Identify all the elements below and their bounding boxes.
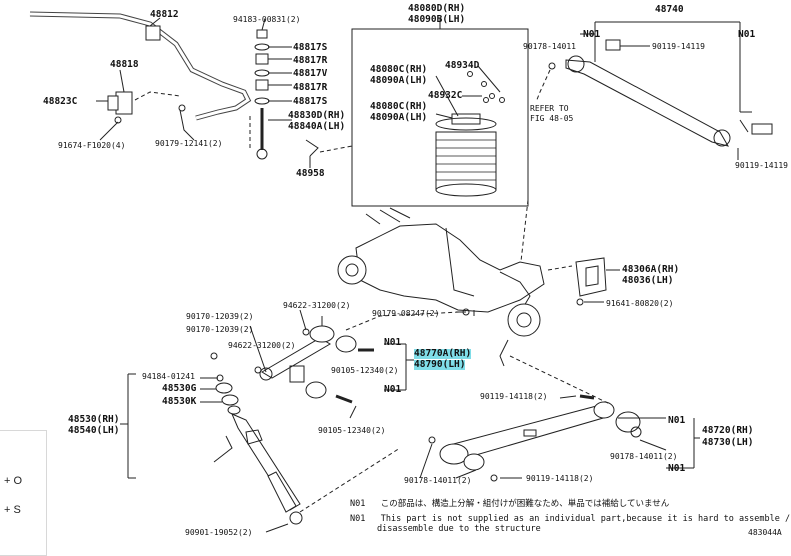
part-label[interactable]: 90105-12340(2) [331, 366, 399, 375]
part-label[interactable]: 94184-01241 [142, 372, 195, 381]
part-label[interactable]: 90179-08247(2) [372, 309, 440, 318]
part-label[interactable]: 48530(RH) [68, 414, 120, 425]
shock-absorber [120, 373, 303, 525]
note-en-cont: disassemble due to the structure [377, 524, 541, 534]
part-label[interactable]: 90178-14011 [523, 42, 576, 51]
part-label[interactable]: 94183-00831(2) [233, 15, 301, 24]
bump-stop-bracket [575, 257, 607, 297]
part-label[interactable]: 48080C(RH) [370, 64, 428, 75]
part-label[interactable]: 90119-14119 [652, 42, 705, 51]
note-en: N01 This part is not supplied as an indi… [350, 514, 790, 525]
note-mark: N01 [668, 463, 686, 474]
part-label[interactable]: 48958 [296, 168, 325, 179]
hub-flange [507, 303, 541, 337]
part-label[interactable]: 48530K [162, 396, 197, 407]
bushing-stack [254, 29, 270, 160]
part-label[interactable]: 48090A(LH) [370, 75, 428, 86]
note-jp: N01 この部品は、構造上分解・組付けが困難なため、単品では補給していません [350, 499, 669, 510]
upper-control-arm [565, 59, 730, 147]
part-label[interactable]: 48823C [43, 96, 78, 107]
note-mark: N01 [384, 337, 402, 348]
bushing-clamp [145, 25, 161, 41]
note-mark: N01 [583, 29, 601, 40]
part-label[interactable]: 48080D(RH) [408, 3, 466, 14]
part-label[interactable]: 48540(LH) [68, 425, 120, 436]
part-label[interactable]: 90105-12340(2) [318, 426, 386, 435]
refer-label: REFER TO [530, 104, 569, 113]
part-label[interactable]: 48036(LH) [622, 275, 674, 286]
shortcut-panel: + O + S [0, 430, 47, 556]
part-label[interactable]: 90178-14011(2) [404, 476, 472, 485]
part-label[interactable]: 91641-80820(2) [606, 299, 674, 308]
part-label[interactable]: 90901-19052(2) [185, 528, 253, 537]
lateral-link [261, 337, 331, 379]
part-label[interactable]: 90170-12039(2) [186, 325, 254, 334]
note-mark: N01 [384, 384, 402, 395]
part-label[interactable]: 94622-31200(2) [228, 341, 296, 350]
axle-housing [337, 207, 545, 313]
part-label[interactable]: 48730(LH) [702, 437, 754, 448]
part-label[interactable]: 90170-12039(2) [186, 312, 254, 321]
lower-control-arm [445, 403, 611, 463]
part-label[interactable]: 48840A(LH) [288, 121, 346, 132]
note-mark: N01 [668, 415, 686, 426]
part-label[interactable]: 48090A(LH) [370, 112, 428, 123]
part-label[interactable]: 90179-12141(2) [155, 139, 223, 148]
shortcut-hint[interactable]: + O [4, 475, 23, 487]
part-label[interactable]: 48530G [162, 383, 197, 394]
part-label[interactable]: 48080C(RH) [370, 101, 428, 112]
part-label[interactable]: 48817R [293, 55, 328, 66]
part-label[interactable]: 90119-14118(2) [526, 474, 594, 483]
note-mark: N01 [738, 29, 756, 40]
part-label[interactable]: 48817V [293, 68, 328, 79]
part-label[interactable]: 48812 [150, 9, 179, 20]
part-label[interactable]: 48817S [293, 96, 328, 107]
part-label[interactable]: 48720(RH) [702, 425, 754, 436]
part-label[interactable]: 48818 [110, 59, 139, 70]
part-label[interactable]: 48817S [293, 42, 328, 53]
part-label[interactable]: 91674-F1020(4) [58, 141, 126, 150]
part-label[interactable]: 48817R [293, 82, 328, 93]
note-mark: N01 [350, 514, 366, 524]
note-text: この部品は、構造上分解・組付けが困難なため、単品では補給していません [380, 499, 670, 509]
diagram-id: 483044A [748, 528, 782, 537]
part-label-highlighted[interactable]: 48770A(RH) [414, 348, 472, 359]
note-mark: N01 [350, 499, 366, 509]
fig-ref-link[interactable]: FIG 48-05 [530, 114, 574, 123]
part-label[interactable]: 48932C [428, 90, 463, 101]
part-label[interactable]: 90119-14118(2) [480, 392, 548, 401]
note-text: This part is not supplied as an individu… [380, 514, 791, 524]
air-spring [435, 113, 497, 197]
part-label[interactable]: 48830D(RH) [288, 110, 346, 121]
part-label[interactable]: 94622-31200(2) [283, 301, 351, 310]
part-label-highlighted[interactable]: 48790(LH) [414, 359, 466, 370]
part-label[interactable]: 48090B(LH) [408, 14, 466, 25]
part-label[interactable]: 90119-14119 [735, 161, 788, 170]
part-label[interactable]: 48934D [445, 60, 480, 71]
part-label[interactable]: 90178-14011(2) [610, 452, 678, 461]
shortcut-hint[interactable]: + S [4, 504, 21, 516]
part-label[interactable]: 48740 [655, 4, 684, 15]
part-label[interactable]: 48306A(RH) [622, 264, 680, 275]
